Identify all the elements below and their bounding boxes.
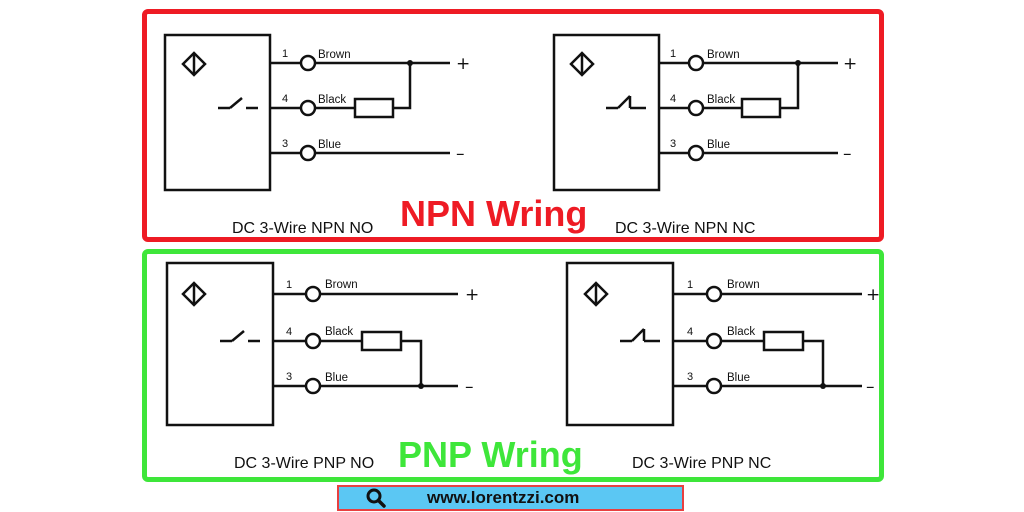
terminal-blue bbox=[304, 377, 322, 395]
nc-switch-symbol bbox=[606, 95, 646, 110]
diagram-pnp-nc: 1 Brown + 4 Black 3 Blue – DC 3-Wire PNP… bbox=[565, 261, 880, 472]
no-switch-symbol bbox=[218, 97, 258, 110]
pin-number-blue: 3 bbox=[687, 371, 693, 383]
terminal-blue bbox=[687, 144, 705, 162]
terminal-blue bbox=[705, 377, 723, 395]
wire-label-blue: Blue bbox=[325, 372, 348, 384]
diagram-caption: DC 3-Wire NPN NO bbox=[232, 220, 373, 237]
website-url[interactable]: www.lorentzzi.com bbox=[427, 488, 580, 507]
diagram-caption: DC 3-Wire PNP NC bbox=[632, 455, 771, 472]
polarity-plus: + bbox=[843, 54, 857, 74]
sensor-body bbox=[552, 33, 661, 192]
terminal-brown bbox=[687, 54, 705, 72]
pin-number-brown: 1 bbox=[282, 48, 288, 60]
pin-number-blue: 3 bbox=[670, 138, 676, 150]
pin-number-blue: 3 bbox=[286, 371, 292, 383]
junction-dot bbox=[820, 383, 826, 389]
no-switch-symbol bbox=[220, 330, 260, 343]
proximity-sensor-icon bbox=[569, 51, 595, 77]
polarity-plus: + bbox=[866, 285, 880, 305]
wire-label-brown: Brown bbox=[727, 279, 760, 291]
diagram-caption: DC 3-Wire PNP NO bbox=[234, 455, 374, 472]
pin-number-brown: 1 bbox=[670, 48, 676, 60]
polarity-minus: – bbox=[456, 144, 465, 164]
pnp-title: PNP Wring bbox=[398, 434, 583, 475]
search-icon bbox=[366, 488, 386, 508]
terminal-black bbox=[687, 99, 705, 117]
pin-number-blue: 3 bbox=[282, 138, 288, 150]
terminal-black bbox=[705, 332, 723, 350]
wire-label-black: Black bbox=[727, 326, 755, 338]
sensor-body bbox=[165, 261, 275, 427]
sensor-body bbox=[163, 33, 272, 192]
terminal-brown bbox=[705, 285, 723, 303]
proximity-sensor-icon bbox=[583, 281, 609, 307]
wire-label-brown: Brown bbox=[318, 49, 351, 61]
terminal-blue bbox=[299, 144, 317, 162]
terminal-brown bbox=[304, 285, 322, 303]
wire-label-black: Black bbox=[318, 94, 346, 106]
pnp-wiring-panel bbox=[142, 249, 884, 482]
wire-label-brown: Brown bbox=[707, 49, 740, 61]
diagram-pnp-no: 1 Brown + 4 Black 3 Blue – DC 3-Wire PNP… bbox=[165, 261, 479, 472]
polarity-minus: – bbox=[843, 144, 852, 164]
diagram-npn-nc: 1 Brown + 4 Black 3 Blue – DC 3-Wire NPN… bbox=[552, 33, 857, 237]
pin-number-black: 4 bbox=[687, 326, 693, 338]
pin-number-brown: 1 bbox=[687, 279, 693, 291]
wire-label-blue: Blue bbox=[727, 372, 750, 384]
terminal-black bbox=[304, 332, 322, 350]
pin-number-black: 4 bbox=[286, 326, 292, 338]
load-resistor bbox=[353, 97, 395, 119]
load-resistor bbox=[360, 330, 403, 352]
junction-dot bbox=[418, 383, 424, 389]
pin-number-brown: 1 bbox=[286, 279, 292, 291]
wire-label-blue: Blue bbox=[707, 139, 730, 151]
wire-label-brown: Brown bbox=[325, 279, 358, 291]
pin-number-black: 4 bbox=[282, 93, 288, 105]
terminal-brown bbox=[299, 54, 317, 72]
proximity-sensor-icon bbox=[181, 51, 207, 77]
terminal-black bbox=[299, 99, 317, 117]
website-banner: www.lorentzzi.com bbox=[337, 485, 684, 511]
nc-switch-symbol bbox=[620, 328, 660, 343]
npn-title: NPN Wring bbox=[400, 193, 587, 234]
polarity-plus: + bbox=[456, 54, 470, 74]
polarity-minus: – bbox=[866, 377, 875, 397]
proximity-sensor-icon bbox=[181, 281, 207, 307]
wire-label-blue: Blue bbox=[318, 139, 341, 151]
diagram-caption: DC 3-Wire NPN NC bbox=[615, 220, 755, 237]
wire-label-black: Black bbox=[325, 326, 353, 338]
sensor-body bbox=[565, 261, 675, 427]
load-resistor bbox=[762, 330, 805, 352]
npn-wiring-panel bbox=[142, 9, 884, 242]
diagram-npn-no: 1 Brown + 4 Black 3 Blue – DC 3-Wire NPN… bbox=[163, 33, 470, 237]
polarity-minus: – bbox=[465, 377, 474, 397]
pin-number-black: 4 bbox=[670, 93, 676, 105]
load-resistor bbox=[740, 97, 782, 119]
wire-label-black: Black bbox=[707, 94, 735, 106]
polarity-plus: + bbox=[465, 285, 479, 305]
